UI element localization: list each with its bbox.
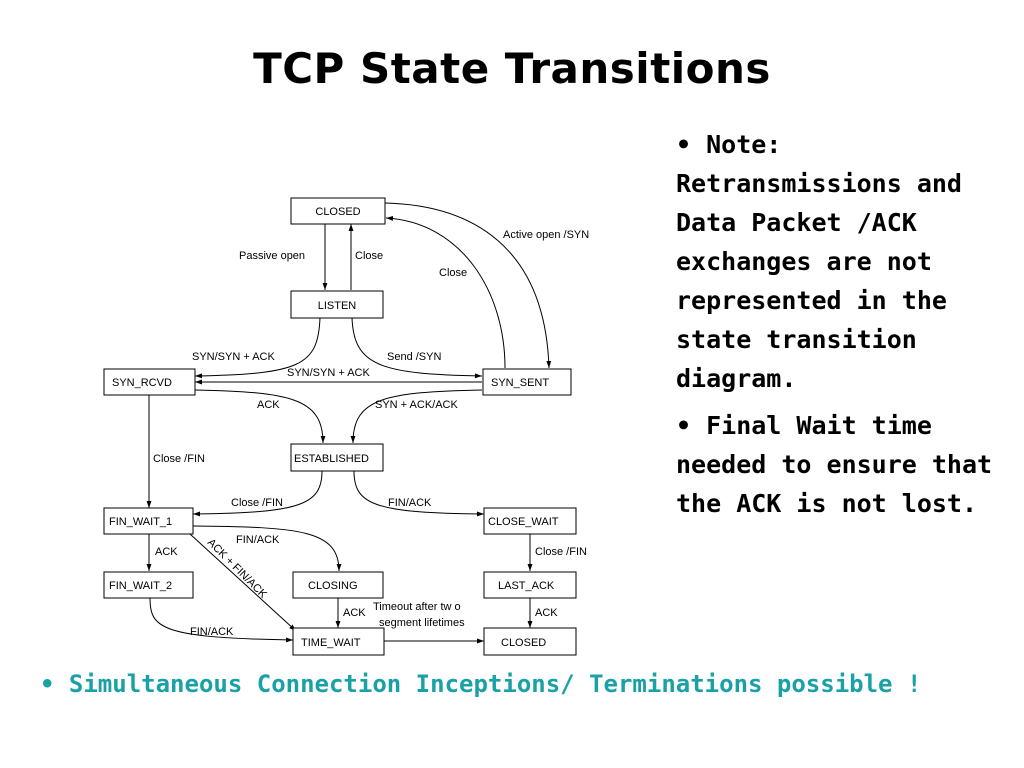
edge-listen-to-syn-rcvd (194, 317, 321, 379)
svg-text:CLOSE_WAIT: CLOSE_WAIT (488, 516, 559, 528)
note-final-wait: • Final Wait time needed to ensure that … (676, 411, 993, 518)
label-syn-ack-ack: SYN + ACK/ACK (375, 399, 459, 411)
state-time-wait: TIME_WAIT (292, 627, 385, 656)
state-closing: CLOSING (292, 571, 384, 599)
state-fin-wait-1: FIN_WAIT_1 (103, 507, 194, 535)
label-passive-open: Passive open (239, 250, 305, 262)
state-close-wait: CLOSE_WAIT (483, 507, 577, 535)
label-close-fin-left: Close /FIN (153, 453, 205, 465)
simultaneous-bullet: • Simultaneous Connection Inceptions/ Te… (40, 670, 922, 698)
edge-closed-to-syn-sent (384, 202, 552, 369)
label-close-fin-est: Close /FIN (231, 497, 283, 509)
label-active-open: Active open /SYN (503, 229, 589, 241)
notes-panel: • Note: Retransmissions and Data Packet … (676, 125, 1016, 531)
state-syn-sent: SYN_SENT (482, 368, 572, 396)
state-listen: LISTEN (290, 290, 384, 319)
label-ack-closing: ACK (343, 607, 366, 619)
svg-text:LAST_ACK: LAST_ACK (498, 580, 555, 592)
label-ack-fin-ack: ACK + FIN/ACK (205, 537, 269, 601)
svg-text:CLOSED: CLOSED (501, 637, 546, 649)
state-closed-top: CLOSED (290, 197, 386, 225)
svg-text:FIN_WAIT_2: FIN_WAIT_2 (109, 580, 172, 592)
edge-fin-wait-1-to-time-wait (189, 533, 297, 632)
svg-text:ESTABLISHED: ESTABLISHED (294, 453, 369, 465)
svg-text:CLOSED: CLOSED (315, 206, 360, 218)
label-close-fin-cw: Close /FIN (535, 546, 587, 558)
state-syn-rcvd: SYN_RCVD (103, 368, 196, 396)
label-fin-ack-fw2: FIN/ACK (190, 626, 234, 638)
state-fin-wait-2: FIN_WAIT_2 (103, 571, 194, 599)
label-syn-syn-ack-2: SYN/SYN + ACK (287, 367, 371, 379)
label-fin-ack-fw1: FIN/ACK (236, 534, 280, 546)
label-ack-fw1: ACK (155, 546, 178, 558)
edge-established-to-fin-wait-1 (192, 470, 323, 517)
state-last-ack: LAST_ACK (483, 571, 577, 599)
state-closed-bottom: CLOSED (483, 627, 577, 656)
edge-syn-sent-to-closed (385, 215, 506, 369)
svg-text:LISTEN: LISTEN (318, 300, 357, 312)
label-timeout-line-2: segment lifetimes (379, 617, 465, 629)
label-close-syn-sent: Close (439, 267, 467, 279)
label-close-listen: Close (355, 250, 383, 262)
note-retransmissions: • Note: Retransmissions and Data Packet … (676, 130, 962, 393)
label-fin-ack-est: FIN/ACK (388, 497, 432, 509)
label-syn-syn-ack-1: SYN/SYN + ACK (192, 351, 276, 363)
label-ack: ACK (257, 399, 280, 411)
edge-syn-sent-to-established (350, 389, 483, 444)
state-established: ESTABLISHED (290, 443, 384, 472)
slide-title: TCP State Transitions (253, 44, 771, 93)
edge-syn-rcvd-to-established (194, 389, 326, 444)
svg-text:SYN_SENT: SYN_SENT (491, 377, 549, 389)
edge-listen-to-syn-sent (351, 317, 483, 379)
svg-text:CLOSING: CLOSING (308, 580, 358, 592)
edge-fin-wait-1-to-closing (192, 525, 342, 572)
svg-text:TIME_WAIT: TIME_WAIT (301, 637, 361, 649)
edge-fin-wait-2-to-time-wait (149, 597, 294, 643)
svg-text:FIN_WAIT_1: FIN_WAIT_1 (109, 516, 172, 528)
label-timeout-line-1: Timeout after tw o (373, 601, 461, 613)
edge-established-to-close-wait (353, 470, 485, 517)
svg-text:SYN_RCVD: SYN_RCVD (112, 377, 172, 389)
transition-edges (146, 202, 552, 644)
label-ack-last: ACK (535, 607, 558, 619)
label-send-syn: Send /SYN (387, 351, 441, 363)
